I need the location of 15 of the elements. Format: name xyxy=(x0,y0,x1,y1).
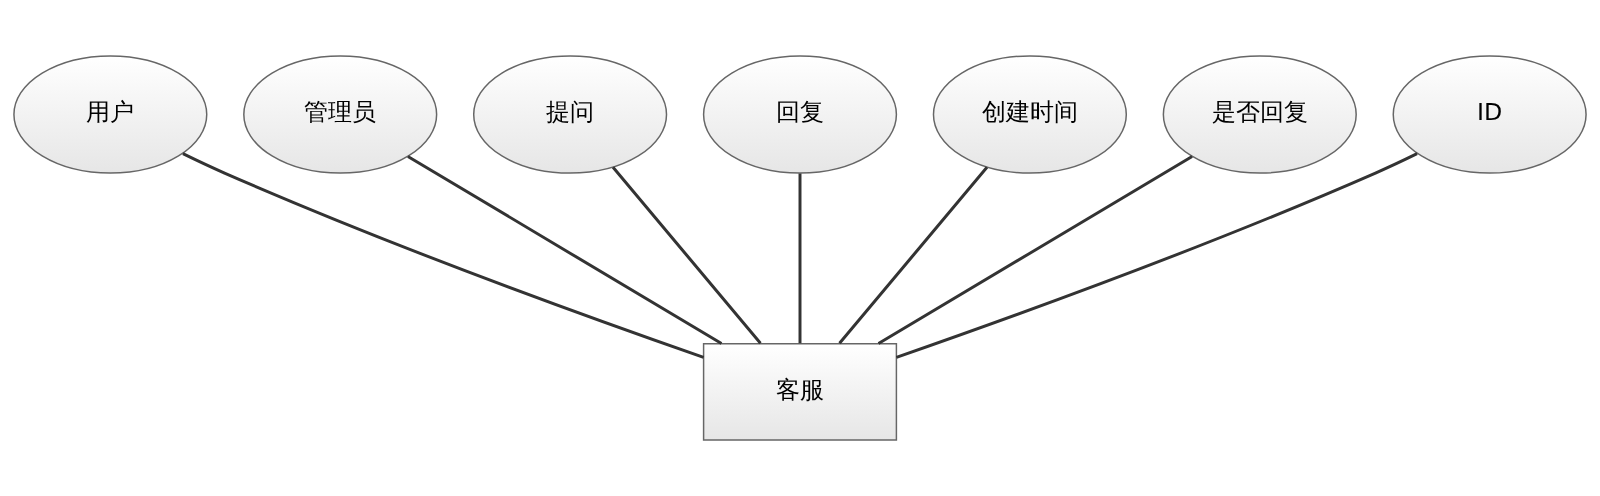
connector xyxy=(611,166,762,345)
connector xyxy=(877,155,1193,345)
node-ellipse: 提问 xyxy=(472,55,668,174)
node-ellipse: 创建时间 xyxy=(932,55,1128,174)
node-ellipse: 管理员 xyxy=(243,55,438,174)
node-box: 客服 xyxy=(702,342,898,441)
connector xyxy=(895,152,1418,359)
node-ellipse: 回复 xyxy=(702,55,898,174)
connector xyxy=(838,166,989,345)
connector xyxy=(182,152,705,359)
connector xyxy=(407,155,723,345)
connector xyxy=(798,173,802,344)
node-ellipse: 是否回复 xyxy=(1162,55,1357,174)
node-ellipse: 用户 xyxy=(13,55,208,174)
node-ellipse: ID xyxy=(1392,55,1587,174)
